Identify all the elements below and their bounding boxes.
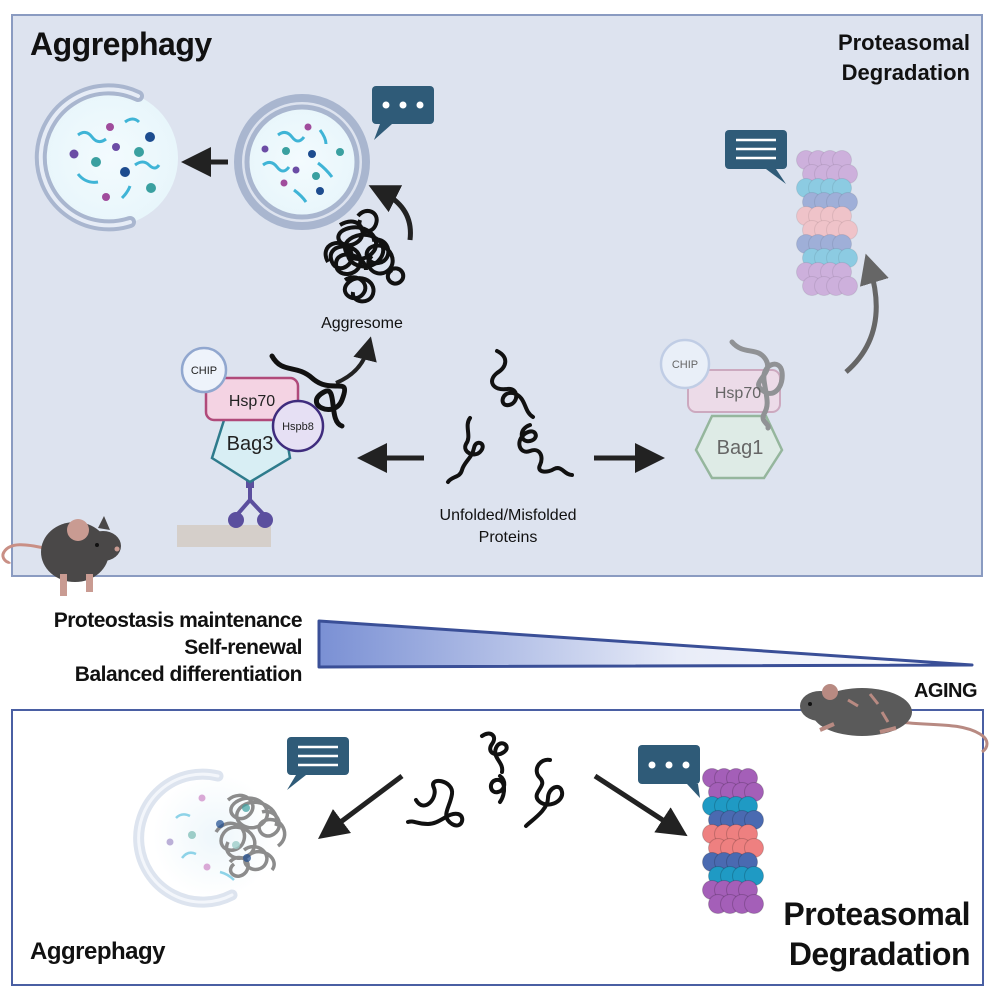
- young-traits-list: Proteostasis maintenance Self-renewal Ba…: [53, 607, 303, 688]
- bottom-title-proteasomal: Proteasomal Degradation: [783, 894, 970, 974]
- bottom-title-proteasomal-line1: Proteasomal: [783, 896, 970, 932]
- unfolded-proteins: [446, 349, 574, 484]
- top-title-proteasomal-line2: Degradation: [841, 60, 970, 85]
- unfolded-label-line2: Proteins: [479, 529, 538, 546]
- bag1-complex: [659, 338, 785, 480]
- trait-proteostasis: Proteostasis maintenance: [53, 609, 303, 632]
- bag1-shape: [694, 414, 784, 480]
- autophagosome: [234, 94, 370, 230]
- top-title-proteasomal-line1: Proteasomal: [837, 30, 970, 55]
- aged-mouse-icon: [800, 684, 989, 754]
- chip-label-right: CHIP: [672, 359, 698, 371]
- hspb8-label: Hspb8: [282, 421, 314, 433]
- hspb8-shape: [271, 399, 325, 453]
- hsp70-label-left: Hsp70: [229, 393, 275, 410]
- young-mouse-icon: [1, 516, 121, 596]
- bag1-label: Bag1: [717, 437, 764, 459]
- bottom-title-aggrephagy: Aggrephagy: [30, 938, 166, 965]
- lines-speech-bubble-icon: [725, 130, 787, 184]
- top-title-aggrephagy: Aggrephagy: [30, 26, 212, 62]
- aging-label: AGING: [913, 680, 978, 702]
- top-title-proteasomal: Proteasomal Degradation: [838, 28, 970, 88]
- arrow-to-proteasome-bottom: [593, 773, 688, 837]
- hsp70-label-right: Hsp70: [715, 385, 761, 402]
- phagophore-open: [34, 83, 178, 232]
- arrow-to-proteasome-top: [844, 253, 889, 374]
- chip-label-left: CHIP: [191, 365, 217, 377]
- arrow-aggresome-to-autophagosome: [368, 185, 413, 241]
- gray-aggregate: [214, 793, 287, 878]
- unfolded-label-line1: Unfolded/Misfolded: [440, 507, 577, 524]
- arrow-complex-to-aggresome: [335, 336, 377, 385]
- bottom-title-proteasomal-line2: Degradation: [788, 936, 971, 972]
- bag3-label: Bag3: [227, 433, 274, 455]
- chip-shape: [180, 346, 228, 394]
- bag3-complex: [177, 346, 348, 547]
- ellipsis-speech-bubble-icon: [372, 86, 434, 140]
- proteasome-faded: [796, 150, 858, 296]
- proteasome-subunit: [838, 276, 858, 296]
- hsp70-shape: [204, 376, 300, 422]
- ellipsis-speech-bubble-icon-bottom: [638, 745, 700, 798]
- lines-speech-bubble-icon-bottom: [287, 737, 349, 790]
- proteasome-subunit: [744, 894, 764, 914]
- chip-right-shape: [659, 338, 711, 390]
- phagophore-aged: [133, 768, 277, 908]
- unfolded-proteins-bottom: [406, 731, 565, 828]
- arrow-to-aggrephagy-bottom: [318, 774, 404, 839]
- proteasome-vivid: [702, 768, 764, 914]
- aggresome-label: Aggresome: [321, 315, 403, 332]
- microtubule: [177, 525, 271, 547]
- aggresome-tangle: [323, 208, 406, 304]
- decline-gradient-wedge: [317, 619, 974, 669]
- trait-self-renewal: Self-renewal: [184, 636, 302, 659]
- trait-differentiation: Balanced differentiation: [74, 663, 303, 686]
- top-panel-young: [11, 14, 983, 577]
- hsp70-right-shape: [687, 369, 781, 413]
- cargo-particles: [69, 117, 161, 201]
